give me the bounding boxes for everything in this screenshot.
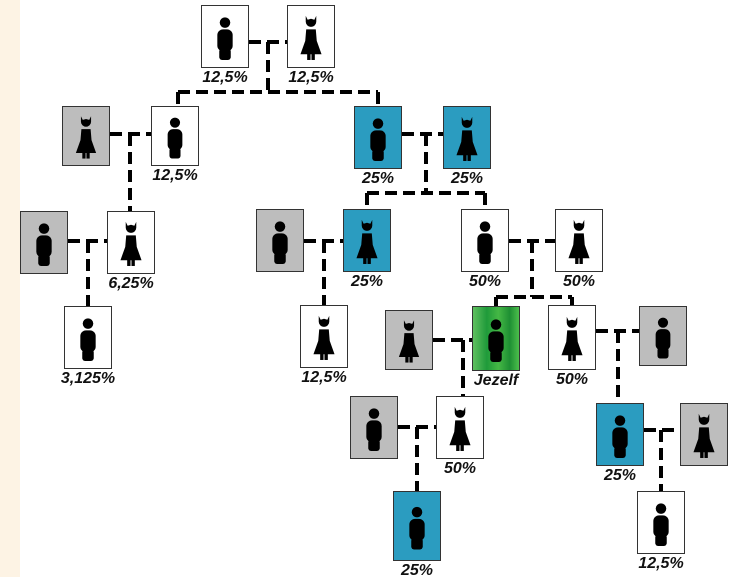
person-gen3-left-female xyxy=(107,211,155,274)
male-icon xyxy=(80,318,96,361)
female-icon xyxy=(568,219,590,264)
person-label: 50% xyxy=(468,273,502,290)
person-right-son xyxy=(354,106,402,169)
person-niece-male xyxy=(596,403,644,466)
female-icon xyxy=(693,413,715,458)
person-label: 25% xyxy=(350,273,384,290)
person-label: 50% xyxy=(443,460,477,477)
female-icon xyxy=(300,15,322,60)
person-label: Jezelf xyxy=(473,372,519,389)
male-icon xyxy=(217,17,233,60)
female-icon xyxy=(456,116,478,161)
person-label: 12,5% xyxy=(152,167,198,184)
person-label: 6,25% xyxy=(108,275,154,292)
person-gen3-left-male xyxy=(20,211,68,274)
male-icon xyxy=(366,408,382,451)
person-right-spouse-female xyxy=(443,106,491,169)
person-gen3-mid-female xyxy=(343,209,391,272)
person-gen3-mid-male-grey xyxy=(256,209,304,272)
person-label: 12,5% xyxy=(301,369,347,386)
person-jezelf-spouse xyxy=(385,310,433,370)
female-icon xyxy=(313,315,335,360)
person-gen3-male xyxy=(461,209,509,272)
person-gg-grandfather xyxy=(201,5,249,68)
person-left-spouse-female xyxy=(62,106,110,166)
person-sibling-female xyxy=(548,305,596,370)
male-icon xyxy=(655,317,671,359)
male-icon xyxy=(370,118,386,161)
person-child-female xyxy=(436,396,484,459)
person-grandchild-male xyxy=(393,491,441,561)
person-child-spouse xyxy=(350,396,398,459)
male-icon xyxy=(653,503,669,546)
female-icon xyxy=(356,219,378,264)
person-gen4-left-male xyxy=(64,306,112,369)
background-sketch xyxy=(0,0,20,577)
person-label: 25% xyxy=(400,562,434,579)
person-label: 12,5% xyxy=(288,69,334,86)
person-label: 12,5% xyxy=(638,555,684,572)
person-gg-grandmother xyxy=(287,5,335,68)
person-label: 25% xyxy=(450,170,484,187)
person-label: 12,5% xyxy=(202,69,248,86)
male-icon xyxy=(36,223,52,266)
person-label: 50% xyxy=(562,273,596,290)
person-label: 50% xyxy=(555,371,589,388)
person-sibling-spouse xyxy=(639,306,687,366)
person-label: 25% xyxy=(603,467,637,484)
male-icon xyxy=(167,117,183,159)
female-icon xyxy=(561,316,583,361)
female-icon xyxy=(75,116,97,159)
person-niece-spouse xyxy=(680,403,728,466)
male-icon xyxy=(477,221,493,264)
person-jezelf xyxy=(472,306,520,371)
person-label: 3,125% xyxy=(60,370,116,387)
male-icon xyxy=(409,506,425,550)
person-gen3-female xyxy=(555,209,603,272)
male-icon xyxy=(612,415,628,458)
male-icon xyxy=(488,319,504,362)
female-icon xyxy=(398,320,420,363)
male-icon xyxy=(272,221,288,264)
person-label: 25% xyxy=(361,170,395,187)
female-icon xyxy=(120,221,142,266)
person-gen4-mid-female xyxy=(300,305,348,368)
female-icon xyxy=(449,406,471,451)
person-great-nephew xyxy=(637,491,685,554)
person-left-son xyxy=(151,106,199,166)
